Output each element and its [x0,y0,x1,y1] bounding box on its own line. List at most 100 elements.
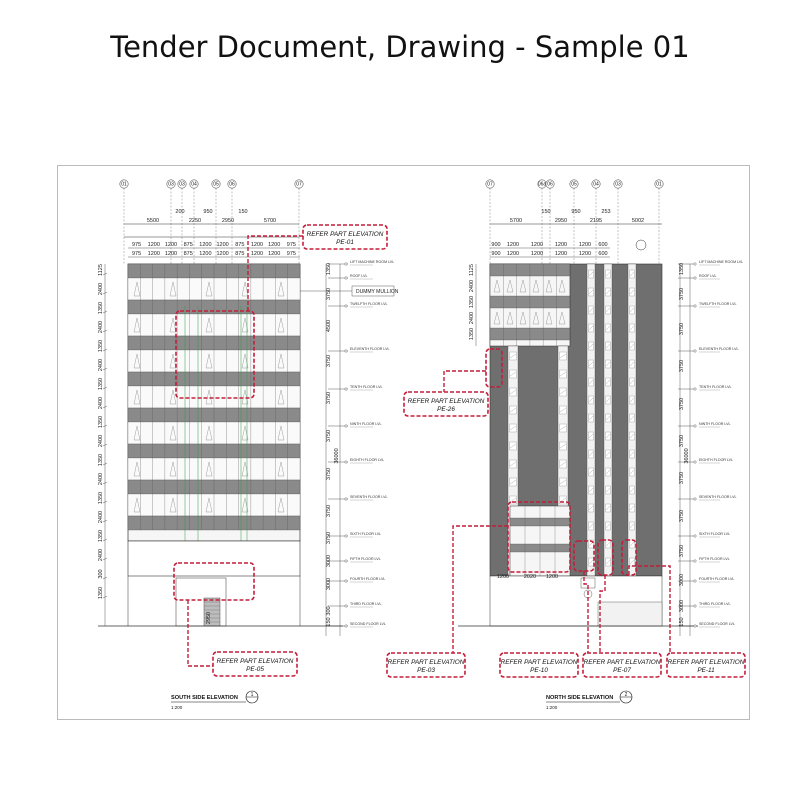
dim-text: 3750 [326,288,332,300]
callout-text-line2: PE-03 [417,667,435,674]
pane-mark [605,343,611,349]
dim-text: 900 [491,251,500,257]
opening-marker [169,317,177,333]
level-marker [693,262,697,266]
pane-mark [629,541,635,547]
dim-text: 1200 [251,251,263,257]
dim-text: 975 [132,242,141,248]
opening-marker [169,281,177,297]
pane-mark [629,343,635,349]
opening-marker [169,353,177,369]
dim-tick [102,500,108,504]
pane-mark [605,307,611,313]
level-marker [693,604,697,608]
dim-text: 5002 [632,218,644,224]
callout-zone [573,540,595,572]
dim-text: 300 [326,606,332,615]
dim-text: 1200 [531,251,543,257]
pane-mark [605,505,611,511]
level-marker [344,349,348,353]
dim-text: 3000 [326,578,332,590]
dim-text: 1350 [98,492,104,504]
dim-text: 3750 [679,510,685,522]
callout-text-line2: PE-05 [246,666,264,673]
opening-marker [277,389,285,405]
dim-text: 253 [601,209,610,215]
grid-label: 03 [615,182,621,188]
level-marker [693,276,697,280]
dim-text: 2020 [524,574,536,580]
level-marker [344,559,348,563]
grid-label: 03 [179,182,185,188]
opening-marker [519,279,527,293]
pane-mark [605,523,611,529]
level-marker [693,579,697,583]
level-marker [344,304,348,308]
dim-text: 1125 [98,264,104,276]
level-label: LIFT MACHINE ROOM LVL [699,260,743,264]
pane-mark [605,397,611,403]
pane-mark [559,353,567,359]
level-marker [693,624,697,628]
dim-text: 3750 [679,545,685,557]
opening-marker [277,281,285,297]
pane-mark [629,271,635,277]
opening-marker [133,281,141,297]
dim-text: 875 [235,242,244,248]
level-label: SIXTH FLOOR LVL [699,532,730,536]
dim-text: 2400 [98,511,104,523]
dim-text: 1350 [469,296,475,308]
callout-pe-26 [403,391,489,417]
opening-marker [205,497,213,513]
dim-tick [102,576,108,580]
grid-label: 03 [168,182,174,188]
pane-mark [605,379,611,385]
dim-text: 3750 [326,392,332,404]
callout-text-line1: REFER PART ELEVATION [501,659,578,666]
grid-label: 01 [121,182,127,188]
level-label: SEVENTH FLOOR LVL [350,495,387,499]
grid-label: 04 [593,182,599,188]
dim-text: 2400 [98,359,104,371]
dim-text: 5700 [264,218,276,224]
grid-label: 07 [296,182,302,188]
level-marker [693,387,697,391]
grid-label: 05 [571,182,577,188]
dim-text: 1350 [98,530,104,542]
garage-door [597,601,663,627]
pane-mark [588,289,594,295]
opening-marker [133,497,141,513]
level-marker [693,304,697,308]
dim-text: 2400 [98,397,104,409]
dim-text: 1200 [165,251,177,257]
callout-zone [173,562,255,601]
level-label: FOURTH FLOOR LVL [699,577,734,581]
pane-mark [588,325,594,331]
dim-tick [102,291,108,295]
dim-text: 1350 [98,454,104,466]
dim-text: 200 [175,209,184,215]
callout-pe-03 [386,652,466,678]
pane-mark [588,559,594,565]
pane-mark [605,325,611,331]
pane-mark [559,479,567,485]
level-label: LIFT MACHINE ROOM LVL [350,260,394,264]
opening-marker [493,311,501,325]
opening-marker [532,311,540,325]
pane-mark [509,389,517,395]
dim-text: 1200 [251,242,263,248]
callout-pe-11 [666,652,746,678]
pane-mark [605,433,611,439]
scale-label: 1:200 [546,705,558,710]
dim-text: 3750 [326,532,332,544]
dim-text: 2400 [469,280,475,292]
dim-tick [102,310,108,314]
grid-label: 05 [213,182,219,188]
level-label: TWELFTH FLOOR LVL [699,302,736,306]
level-label: SIXTH FLOOR LVL [350,532,381,536]
dim-text: 1200 [148,242,160,248]
opening-marker [241,461,249,477]
opening-marker [205,353,213,369]
level-marker [693,497,697,501]
